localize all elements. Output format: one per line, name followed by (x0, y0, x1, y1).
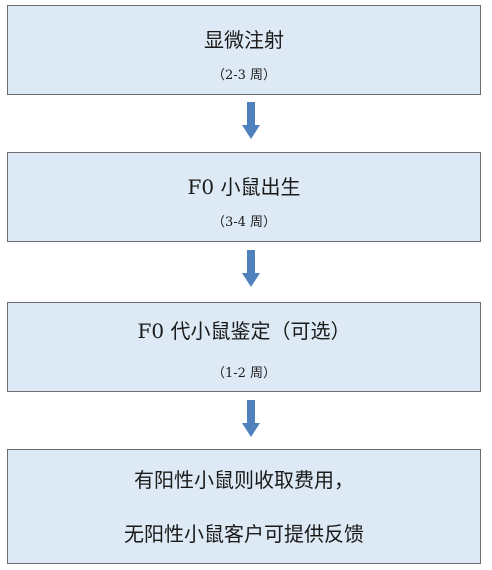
step-duration: （3-4 周） (211, 215, 277, 230)
down-arrow-icon (242, 400, 260, 437)
result-line-positive: 有阳性小鼠则收取费用， (134, 468, 354, 492)
down-arrow-icon (242, 102, 260, 139)
step-box-f0-birth: F0 小鼠出生 （3-4 周） (7, 152, 481, 242)
step-duration: （1-2 周） (211, 366, 277, 381)
step-title: 显微注射 (204, 28, 284, 52)
step-duration: （2-3 周） (211, 68, 277, 83)
step-box-f0-identification: F0 代小鼠鉴定（可选） （1-2 周） (7, 302, 481, 392)
result-line-negative: 无阳性小鼠客户可提供反馈 (124, 522, 364, 546)
down-arrow-icon (242, 250, 260, 287)
step-title: F0 小鼠出生 (187, 175, 301, 199)
step-box-result-fee: 有阳性小鼠则收取费用， 无阳性小鼠客户可提供反馈 (7, 449, 481, 564)
step-title: F0 代小鼠鉴定（可选） (137, 319, 351, 343)
step-box-microinjection: 显微注射 （2-3 周） (7, 5, 481, 95)
